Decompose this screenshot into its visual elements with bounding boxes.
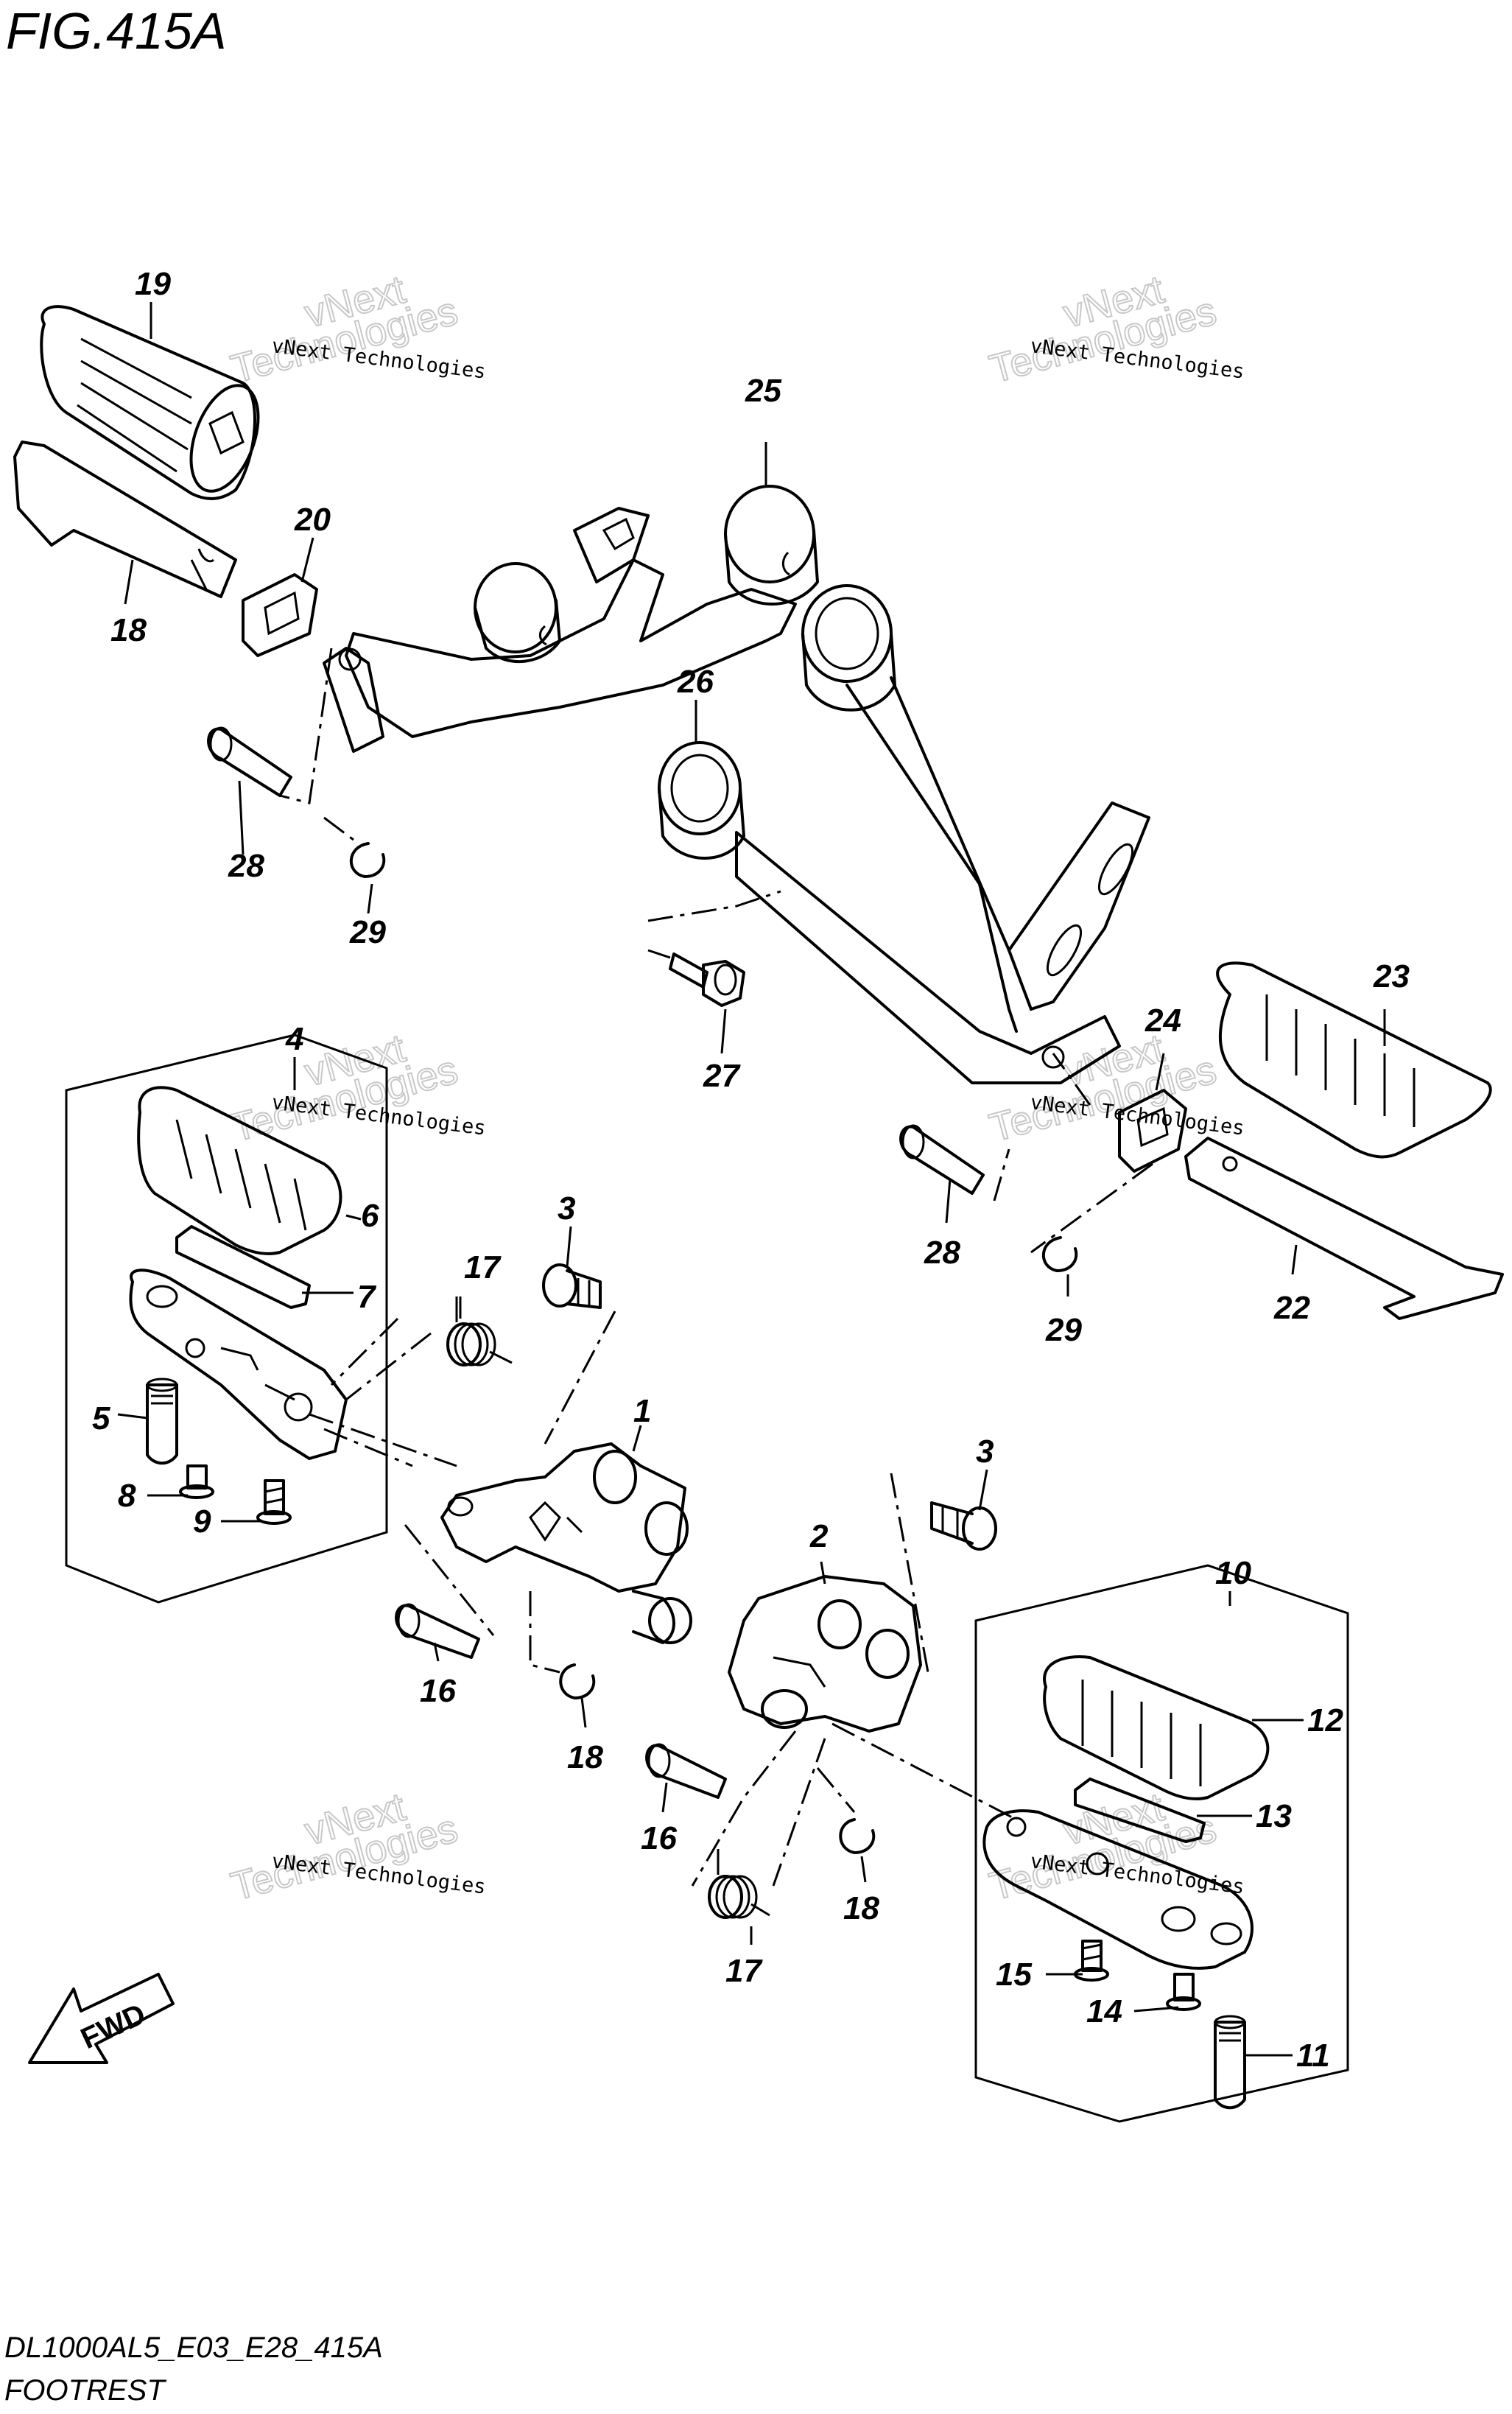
callout-15: 15	[996, 1957, 1032, 1993]
callout-1: 1	[633, 1393, 651, 1429]
callout-17-lower: 17	[725, 1953, 763, 1989]
part-5-stud	[146, 1378, 178, 1465]
callout-3-upper: 3	[558, 1190, 575, 1227]
callout-7: 7	[357, 1279, 377, 1315]
callout-5: 5	[92, 1400, 110, 1436]
callout-21: 20	[294, 502, 331, 538]
part-17-spring-upper	[446, 1297, 513, 1366]
part-3-screw-lower	[930, 1501, 997, 1551]
callout-12: 12	[1307, 1702, 1343, 1738]
callout-26: 26	[677, 664, 714, 700]
svg-text:FWD: FWD	[76, 1998, 150, 2055]
part-18-clip-lower	[839, 1818, 876, 1854]
callout-10: 10	[1215, 1555, 1251, 1591]
watermark-mid-right: vNext Technologies vNext Technologies	[985, 1025, 1246, 1151]
part-right-footrest-body	[982, 1809, 1253, 1970]
callout-6: 6	[361, 1198, 379, 1234]
callout-24: 24	[1144, 1003, 1181, 1039]
callout-16-upper: 16	[420, 1673, 456, 1709]
callout-14: 14	[1086, 1993, 1122, 2029]
watermark-bottom-left: vNext Technologies vNext Technologies	[226, 1784, 488, 1910]
model-code: DL1000AL5_E03_E28_415A	[4, 2331, 383, 2364]
watermark-mid-left: vNext Technologies vNext Technologies	[226, 1025, 488, 1151]
fwd-arrow-icon: FWD	[28, 1973, 175, 2064]
callout-13: 13	[1256, 1798, 1292, 1834]
part-10-assembly-box	[974, 1564, 1349, 2123]
callout-19: 18	[110, 612, 147, 648]
callout-9: 9	[193, 1504, 211, 1540]
callout-18-lower: 18	[843, 1890, 879, 1926]
part-28-pin-left	[207, 726, 292, 797]
part-14-bolt	[1166, 1973, 1201, 2011]
part-4-assembly-box	[65, 1034, 388, 1604]
leader-lines	[117, 302, 1386, 2057]
callout-28-right: 28	[924, 1235, 960, 1271]
part-18-clip-upper	[559, 1663, 596, 1699]
part-24-washer	[1118, 1089, 1187, 1173]
part-left-footrest-body	[129, 1269, 348, 1460]
callout-18-upper: 18	[567, 1739, 603, 1775]
part-9-bolt	[256, 1479, 292, 1525]
part-29-clip-left	[349, 842, 386, 878]
part-28-pin-right	[899, 1124, 985, 1195]
callout-28-left: 28	[228, 848, 264, 884]
part-7-plate	[175, 1225, 311, 1309]
watermark-top-right: vNext Technologies vNext Technologies	[985, 267, 1246, 393]
callout-11: 11	[1296, 2038, 1330, 2074]
part-6-footrest-rubber	[137, 1086, 342, 1255]
assembly-lines	[279, 648, 1153, 1887]
part-11-stud	[1214, 2015, 1246, 2110]
callout-29-left: 29	[349, 914, 386, 950]
part-23-footrest-rubber	[1216, 961, 1492, 1159]
callout-labels: 19 20 18 25 26 28 29 27 28 29 24 23 22 4…	[92, 266, 1410, 2074]
callout-20: 19	[135, 266, 171, 302]
part-1-bracket	[440, 1442, 692, 1644]
section-name: FOOTREST	[4, 2374, 166, 2407]
callout-4: 4	[285, 1021, 303, 1057]
part-13-plate	[1074, 1778, 1206, 1843]
part-19-footrest-plate	[13, 441, 237, 598]
callout-23: 23	[1373, 958, 1410, 994]
part-26-bracket	[658, 584, 1150, 1084]
part-16-pin-lower	[645, 1743, 727, 1799]
part-2-bracket	[728, 1575, 922, 1733]
part-29-clip-right	[1041, 1236, 1078, 1272]
callout-29-right: 29	[1045, 1312, 1082, 1348]
watermark-top-left: vNext Technologies vNext Technologies	[226, 267, 488, 393]
callout-22: 22	[1273, 1290, 1310, 1326]
callout-8: 8	[118, 1478, 136, 1514]
part-16-pin-upper	[395, 1603, 480, 1659]
part-25-bracket	[323, 485, 819, 753]
callout-27: 27	[703, 1058, 741, 1094]
part-17-spring-lower	[708, 1849, 770, 1919]
part-22-footrest-plate	[1184, 1137, 1504, 1320]
part-27-bolt	[669, 952, 745, 1007]
part-21-washer	[242, 573, 318, 657]
figure-title: FIG.415A	[6, 2, 227, 60]
part-20-footrest-rubber	[40, 305, 260, 500]
part-8-bolt	[179, 1464, 214, 1499]
callout-2: 2	[809, 1518, 829, 1554]
callout-17-upper: 17	[464, 1249, 502, 1285]
callout-16-lower: 16	[641, 1820, 677, 1856]
part-12-footrest-rubber	[1043, 1655, 1270, 1800]
callout-25: 25	[745, 373, 781, 409]
part-3-screw-upper	[542, 1263, 602, 1309]
callout-3-lower: 3	[976, 1434, 994, 1470]
